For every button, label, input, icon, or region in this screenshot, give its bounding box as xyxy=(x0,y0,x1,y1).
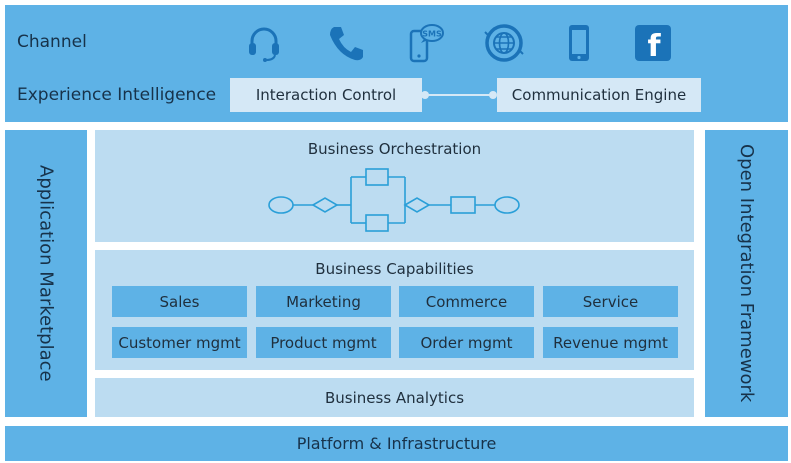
capability-service: Service xyxy=(543,286,678,317)
business-orchestration-title: Business Orchestration xyxy=(307,140,482,158)
flow-end-node xyxy=(494,196,520,214)
flow-task-end xyxy=(450,196,476,214)
phone-icon xyxy=(326,23,363,63)
business-capabilities-title: Business Capabilities xyxy=(315,260,474,278)
application-marketplace-column: Application Marketplace xyxy=(5,130,87,417)
headset-icon xyxy=(246,23,282,63)
sms-icon-text: SMS xyxy=(422,30,442,39)
platform-infrastructure-band: Platform & Infrastructure xyxy=(5,426,788,461)
experience-intelligence-label: Experience Intelligence xyxy=(17,85,217,105)
capability-commerce: Commerce xyxy=(399,286,534,317)
mobile-icon xyxy=(567,23,603,63)
facebook-icon: f xyxy=(634,24,672,64)
experience-connector xyxy=(421,91,497,99)
flow-task-bottom xyxy=(365,214,389,232)
capability-marketing: Marketing xyxy=(256,286,391,317)
capability-product-mgmt: Product mgmt xyxy=(256,327,391,358)
channel-label: Channel xyxy=(17,32,87,52)
application-marketplace-label: Application Marketplace xyxy=(35,165,57,382)
open-integration-framework-column: Open Integration Framework xyxy=(705,130,788,417)
open-integration-framework-label: Open Integration Framework xyxy=(736,144,757,403)
capability-customer-mgmt: Customer mgmt xyxy=(112,327,247,358)
capability-revenue-mgmt: Revenue mgmt xyxy=(543,327,678,358)
facebook-icon-text: f xyxy=(647,29,661,62)
business-orchestration-panel: Business Orchestration xyxy=(95,130,694,242)
communication-engine-box: Communication Engine xyxy=(497,78,701,112)
flow-join-gateway xyxy=(403,197,431,213)
flow-start-node xyxy=(268,196,294,214)
capability-sales: Sales xyxy=(112,286,247,317)
interaction-control-box: Interaction Control xyxy=(230,78,422,112)
business-analytics-panel: Business Analytics xyxy=(95,378,694,417)
sms-icon: SMS xyxy=(408,23,444,63)
capability-order-mgmt: Order mgmt xyxy=(399,327,534,358)
orchestration-flow-diagram xyxy=(268,168,520,232)
web-globe-icon xyxy=(484,23,524,63)
flow-task-top xyxy=(365,168,389,186)
flow-split-gateway xyxy=(311,197,339,213)
